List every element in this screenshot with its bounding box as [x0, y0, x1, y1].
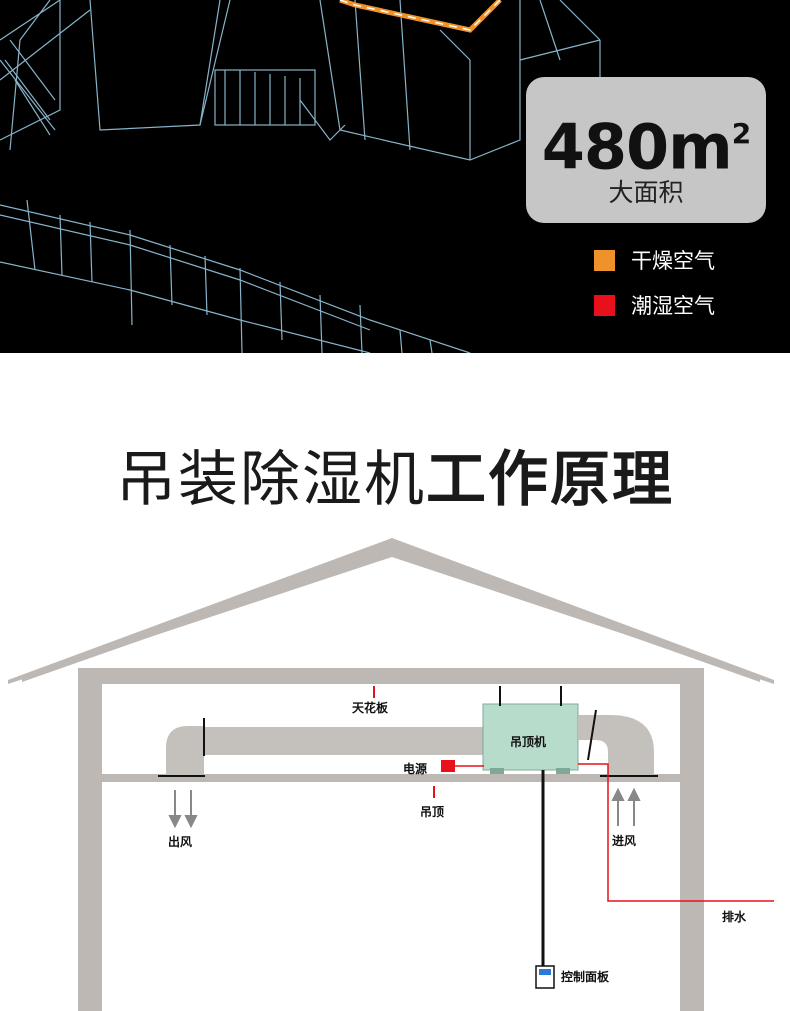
- dry-air-swatch: [594, 249, 615, 271]
- power-label: 电源: [403, 762, 428, 776]
- page-title-part1: 吊装除湿机: [116, 445, 426, 515]
- area-value: 480m2: [541, 110, 752, 184]
- unit-label: 吊顶机: [509, 735, 546, 749]
- drain-label: 排水: [722, 910, 747, 924]
- power-plug: [441, 760, 455, 772]
- roof: [8, 538, 774, 684]
- ceiling-slab: [78, 668, 704, 684]
- house-wireframe-illustration: [0, 0, 601, 353]
- air-out-label: 出风: [168, 835, 193, 849]
- drain-pipe: [578, 763, 774, 902]
- working-principle-diagram: [8, 538, 774, 1011]
- dehumidifier-unit: [482, 703, 579, 771]
- wireframe-banner: 480m2 大面积 干燥空气 潮湿空气: [0, 0, 790, 353]
- area-card: 480m2 大面积: [526, 77, 766, 223]
- area-caption: 大面积: [608, 178, 684, 207]
- control-panel-label: 控制面板: [561, 970, 610, 984]
- legend-item-dry-air: 干燥空气: [594, 245, 715, 275]
- page-title: 吊装除湿机工作原理: [0, 440, 790, 520]
- left-wall: [78, 668, 102, 1011]
- outlet-duct: [158, 718, 484, 777]
- right-wall: [680, 668, 704, 1011]
- humid-air-swatch: [594, 294, 615, 316]
- air-in-arrows: [611, 787, 641, 826]
- legend-label-dry-air: 干燥空气: [631, 249, 715, 273]
- air-out-arrows: [168, 790, 198, 829]
- legend-label-humid-air: 潮湿空气: [631, 294, 715, 318]
- legend-item-humid-air: 潮湿空气: [594, 290, 715, 320]
- suspended-ceiling-label: 吊顶: [420, 805, 445, 819]
- ceiling-board-label: 天花板: [352, 701, 389, 715]
- inlet-duct: [578, 709, 658, 777]
- suspended-ceiling: [102, 774, 680, 782]
- page-title-part2: 工作原理: [426, 445, 674, 515]
- air-in-label: 进风: [612, 834, 637, 848]
